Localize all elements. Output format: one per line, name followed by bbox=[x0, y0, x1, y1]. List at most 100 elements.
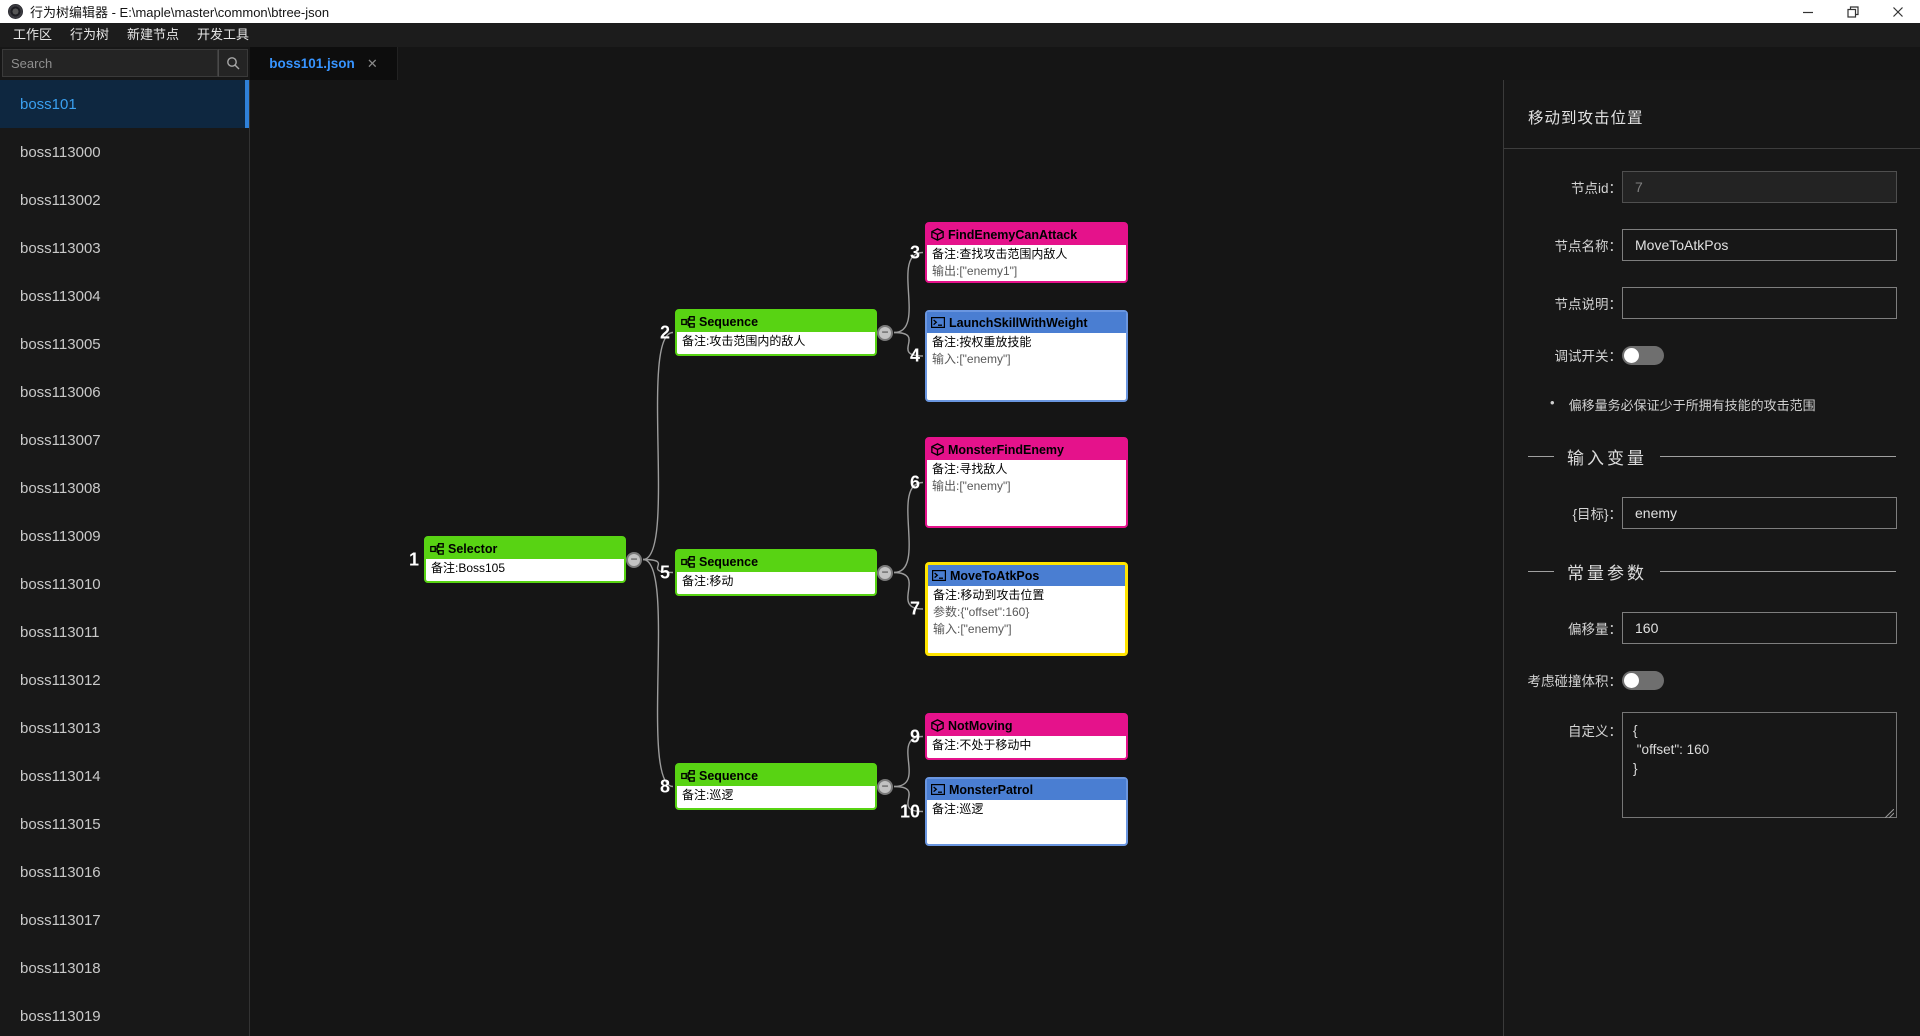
terminal-icon bbox=[931, 317, 945, 328]
sidebar-item-boss101[interactable]: boss101 bbox=[0, 80, 249, 128]
collapse-icon[interactable]: − bbox=[877, 778, 893, 795]
search-button[interactable] bbox=[218, 49, 248, 77]
divider bbox=[1504, 148, 1920, 149]
menu-item-工作区[interactable]: 工作区 bbox=[13, 27, 53, 42]
resize-grip-icon[interactable] bbox=[1885, 809, 1894, 818]
menu-item-新建节点[interactable]: 新建节点 bbox=[127, 27, 180, 42]
sidebar-item-boss113011[interactable]: boss113011 bbox=[20, 623, 100, 641]
node-line: 备注:Boss105 bbox=[431, 561, 506, 575]
node-line: 备注:移动到攻击位置 bbox=[933, 588, 1045, 602]
node-line: 备注:不处于移动中 bbox=[932, 738, 1032, 752]
app-icon bbox=[8, 4, 23, 19]
edge bbox=[893, 331, 924, 357]
node-line: 备注:查找攻击范围内敌人 bbox=[932, 247, 1068, 261]
tab-label: boss101.json bbox=[269, 56, 355, 71]
node-name-input[interactable] bbox=[1622, 229, 1897, 261]
section-title: 常量参数 bbox=[1567, 564, 1647, 583]
offset-note: 偏移量务必保证少于所拥有技能的攻击范围 bbox=[1568, 398, 1816, 413]
node-number: 1 bbox=[408, 549, 419, 569]
edge bbox=[893, 571, 924, 610]
target-label: {目标}： bbox=[1572, 507, 1622, 522]
search-input[interactable] bbox=[2, 49, 218, 77]
sidebar-item-boss113004[interactable]: boss113004 bbox=[20, 287, 101, 305]
sidebar-item-boss113000[interactable]: boss113000 bbox=[20, 143, 101, 161]
node-number: 4 bbox=[909, 345, 920, 366]
sidebar-item-boss113018[interactable]: boss113018 bbox=[20, 959, 101, 977]
cube-icon bbox=[931, 443, 944, 456]
sidebar-item-boss113009[interactable]: boss113009 bbox=[20, 527, 101, 545]
sidebar-item-boss113010[interactable]: boss113010 bbox=[20, 575, 101, 593]
minimize-icon bbox=[1802, 11, 1813, 13]
close-button[interactable] bbox=[1875, 0, 1920, 23]
node-line: 参数:{"offset":160} bbox=[933, 605, 1030, 619]
sidebar-item-boss113017[interactable]: boss113017 bbox=[20, 911, 101, 929]
node-line: 备注:巡逻 bbox=[932, 802, 984, 816]
tree-icon bbox=[430, 542, 444, 555]
tree-icon bbox=[681, 555, 695, 568]
node-title: NotMoving bbox=[948, 718, 1013, 733]
node-id-input bbox=[1622, 171, 1897, 203]
menu-item-行为树[interactable]: 行为树 bbox=[70, 27, 110, 42]
node-line: 备注:寻找敌人 bbox=[932, 462, 1008, 476]
bullet-icon: • bbox=[1550, 395, 1555, 410]
node-title: Selector bbox=[448, 541, 498, 556]
offset-input[interactable] bbox=[1622, 612, 1897, 644]
collision-toggle[interactable] bbox=[1622, 670, 1664, 690]
bt-node-Selector[interactable]: Selector 备注:Boss105 − 1 bbox=[409, 536, 642, 583]
node-name-label: 节点名称： bbox=[1554, 239, 1623, 254]
node-desc-label: 节点说明： bbox=[1554, 297, 1623, 312]
sidebar-item-boss113019[interactable]: boss113019 bbox=[20, 1007, 101, 1025]
boss-list-sidebar: boss101 boss113000 boss113002 boss113003 bos… bbox=[0, 80, 250, 1036]
tab-close-icon[interactable]: ✕ bbox=[366, 55, 378, 71]
node-title: MoveToAtkPos bbox=[950, 568, 1040, 583]
sidebar-item-boss113008[interactable]: boss113008 bbox=[20, 479, 101, 497]
section-const-params: 常量参数 bbox=[1528, 559, 1896, 584]
cube-icon bbox=[931, 228, 944, 241]
sidebar-item-boss113014[interactable]: boss113014 bbox=[20, 767, 101, 785]
node-number: 3 bbox=[909, 242, 920, 262]
sidebar-item-boss113015[interactable]: boss113015 bbox=[20, 815, 101, 833]
sidebar-item-boss113016[interactable]: boss113016 bbox=[20, 863, 101, 881]
custom-label: 自定义： bbox=[1568, 724, 1622, 739]
collapse-icon[interactable]: − bbox=[877, 324, 893, 341]
sidebar-item-boss113003[interactable]: boss113003 bbox=[20, 239, 101, 257]
collapse-icon[interactable]: − bbox=[877, 564, 893, 581]
sidebar-item-boss113002[interactable]: boss113002 bbox=[20, 191, 101, 209]
sidebar-item-boss113013[interactable]: boss113013 bbox=[20, 719, 101, 737]
sidebar-item-boss113006[interactable]: boss113006 bbox=[20, 383, 101, 401]
minimize-button[interactable] bbox=[1785, 0, 1830, 23]
sidebar-item-boss113012[interactable]: boss113012 bbox=[20, 671, 101, 689]
menu-item-开发工具[interactable]: 开发工具 bbox=[197, 27, 250, 42]
node-desc-input[interactable] bbox=[1622, 287, 1897, 319]
restore-button[interactable] bbox=[1830, 0, 1875, 23]
terminal-icon bbox=[931, 784, 945, 795]
custom-json-textarea[interactable]: { "offset": 160 } bbox=[1622, 712, 1897, 818]
offset-label: 偏移量： bbox=[1568, 622, 1622, 637]
node-line: 备注:攻击范围内的敌人 bbox=[682, 334, 806, 348]
sidebar-item-boss113007[interactable]: boss113007 bbox=[20, 431, 101, 449]
target-input[interactable] bbox=[1622, 497, 1897, 529]
sidebar-item-boss113005[interactable]: boss113005 bbox=[20, 335, 101, 353]
edge bbox=[893, 481, 924, 574]
tree-icon bbox=[681, 315, 695, 328]
edge bbox=[893, 735, 924, 788]
debug-toggle-label: 调试开关： bbox=[1554, 349, 1623, 364]
collision-toggle-label: 考虑碰撞体积： bbox=[1527, 674, 1623, 689]
edge bbox=[642, 558, 674, 574]
debug-toggle[interactable] bbox=[1622, 345, 1664, 365]
node-line: 备注:移动 bbox=[682, 574, 734, 588]
tree-icon bbox=[681, 769, 695, 782]
tab-boss101-json[interactable]: boss101.json ✕ bbox=[250, 47, 398, 80]
collapse-icon[interactable]: − bbox=[626, 551, 642, 568]
restore-icon bbox=[1846, 5, 1859, 18]
